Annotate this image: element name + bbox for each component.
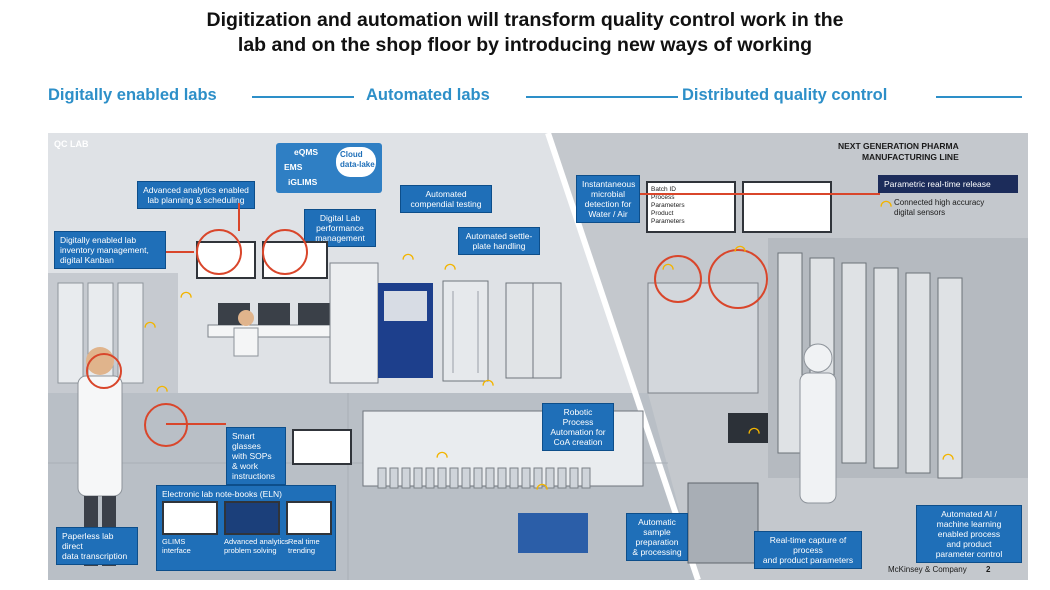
lab-illustration: QC LAB NEXT GENERATION PHARMA MANUFACTUR… xyxy=(48,133,1028,580)
callout-ai: Automated AI / machine learning enabled … xyxy=(916,505,1022,563)
callout-digital-lab: Digital Lab performance management xyxy=(304,209,376,247)
title-line-1: Digitization and automation will transfo… xyxy=(206,9,844,31)
connector-line xyxy=(166,423,226,425)
system-eqms: eQMS xyxy=(294,147,319,157)
title-line-2: lab and on the shop floor by introducing… xyxy=(237,34,813,56)
release-row-product: Product Parameters xyxy=(651,210,685,225)
phase-digitally-enabled-labs: Digitally enabled labs xyxy=(48,86,217,104)
wifi-icon: ◠ xyxy=(942,450,955,466)
callout-advanced-analytics: Advanced analytics enabled lab planning … xyxy=(137,181,255,209)
phase-divider xyxy=(936,96,1022,98)
wifi-icon: ◠ xyxy=(156,382,169,398)
release-document: Batch ID Process Parameters Product Para… xyxy=(646,181,736,233)
eln-title: Electronic lab note-books (ELN) xyxy=(162,489,283,499)
eln-glims-label: GLIMS interface xyxy=(162,537,191,555)
wifi-icon: ◠ xyxy=(734,242,747,258)
callout-microbial: Instantaneous microbial detection for Wa… xyxy=(576,175,640,223)
phase-divider xyxy=(252,96,354,98)
eln-trending-screen xyxy=(286,501,332,535)
cloud-icon xyxy=(336,147,376,177)
eln-trending-label: Real time trending xyxy=(288,537,320,555)
next-gen-label: NEXT GENERATION PHARMA MANUFACTURING LIN… xyxy=(838,141,959,162)
eln-analytics-label: Advanced analytics problem solving xyxy=(224,537,289,555)
focus-ring xyxy=(196,229,242,275)
phase-automated-labs: Automated labs xyxy=(366,86,490,104)
connector-line xyxy=(238,203,240,231)
callout-parametric: Parametric real-time release xyxy=(878,175,1018,193)
connector-line xyxy=(640,193,880,195)
eln-glims-screen xyxy=(162,501,218,535)
system-ems: EMS xyxy=(284,162,303,172)
wifi-icon: ◠ xyxy=(880,197,893,213)
qc-lab-label: QC LAB xyxy=(54,139,89,149)
trend-screen xyxy=(742,181,832,233)
focus-ring xyxy=(708,249,768,309)
footer-brand: McKinsey & Company xyxy=(888,565,967,574)
system-glims: iGLIMS xyxy=(288,177,318,187)
page-title: Digitization and automation will transfo… xyxy=(0,8,1050,58)
cloud-data-lake-label: Cloud data-lake xyxy=(340,150,375,169)
focus-ring xyxy=(86,353,122,389)
wifi-icon: ◠ xyxy=(748,424,761,440)
callout-smart-glasses: Smart glasses with SOPs & work instructi… xyxy=(226,427,286,485)
wifi-icon: ◠ xyxy=(482,376,495,392)
callout-rpa: Robotic Process Automation for CoA creat… xyxy=(542,403,614,451)
callout-inventory: Digitally enabled lab inventory manageme… xyxy=(54,231,166,269)
connector-line xyxy=(166,251,194,253)
callout-paperless: Paperless lab direct data transcription xyxy=(56,527,138,565)
phase-divider xyxy=(526,96,678,98)
wifi-icon: ◠ xyxy=(536,480,549,496)
callout-compendial: Automated compendial testing xyxy=(400,185,492,213)
callout-sample-prep: Automatic sample preparation & processin… xyxy=(626,513,688,561)
wifi-icon: ◠ xyxy=(402,250,415,266)
wifi-icon: ◠ xyxy=(180,288,193,304)
wifi-icon: ◠ xyxy=(144,318,157,334)
focus-ring xyxy=(262,229,308,275)
wifi-icon: ◠ xyxy=(662,260,675,276)
release-row-process: Process Parameters xyxy=(651,194,685,209)
sensors-legend: Connected high accuracy digital sensors xyxy=(894,198,985,217)
eln-analytics-screen xyxy=(224,501,280,535)
wifi-icon: ◠ xyxy=(436,448,449,464)
page-number: 2 xyxy=(986,565,991,574)
phase-distributed-quality-control: Distributed quality control xyxy=(682,86,888,104)
focus-ring xyxy=(144,403,188,447)
callout-realtime: Real-time capture of process and product… xyxy=(754,531,862,569)
wifi-icon: ◠ xyxy=(444,260,457,276)
release-row-batch: Batch ID xyxy=(651,186,676,193)
smart-glasses-image xyxy=(292,429,352,465)
focus-ring xyxy=(654,255,702,303)
callout-settle-plate: Automated settle- plate handling xyxy=(458,227,540,255)
